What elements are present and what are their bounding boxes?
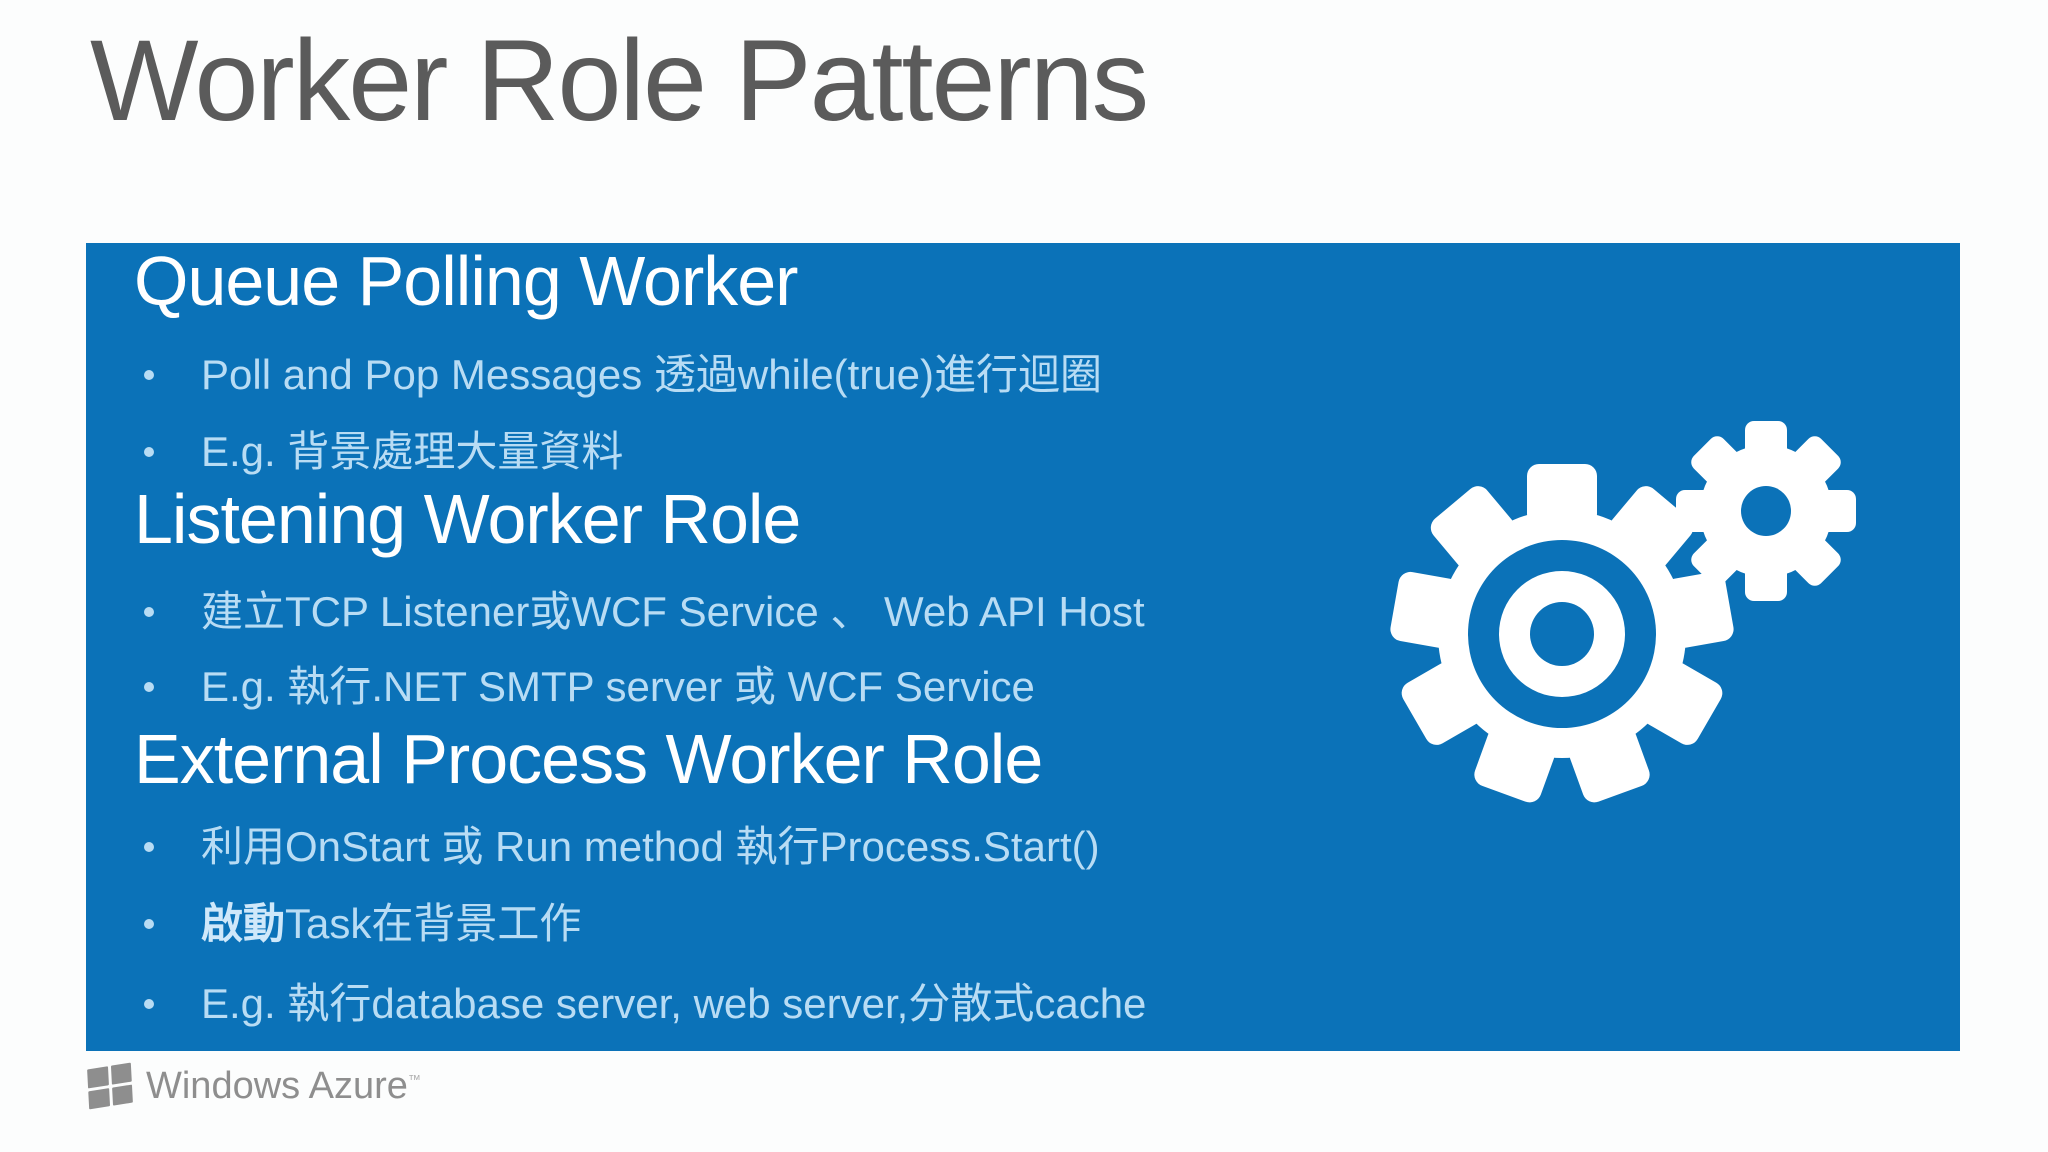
gears-icon — [1390, 421, 1856, 803]
bullet-item: 啟動Task在背景工作 — [138, 897, 581, 951]
section-heading-queue-polling-worker: Queue Polling Worker — [134, 242, 798, 320]
brand-text: Windows Azure™ — [146, 1065, 421, 1107]
bullet-item: 利用OnStart 或 Run method 執行Process.Start() — [138, 820, 1100, 874]
bullet-dot-icon — [144, 682, 154, 692]
bullet-dot-icon — [144, 919, 154, 929]
bullet-dot-icon — [144, 842, 154, 852]
windows-flag-icon — [87, 1062, 133, 1110]
bullet-text: E.g. 背景處理大量資料 — [201, 427, 624, 475]
bullet-item: E.g. 執行.NET SMTP server 或 WCF Service — [138, 660, 1035, 714]
bullet-dot-icon — [144, 447, 154, 457]
section-heading-listening-worker-role: Listening Worker Role — [134, 480, 801, 558]
section-heading-external-process-worker-role: External Process Worker Role — [134, 720, 1043, 798]
bullet-item: 建立TCP Listener或WCF Service 、 Web API Hos… — [138, 585, 1145, 639]
bullet-item: Poll and Pop Messages 透過while(true)進行迴圈 — [138, 348, 1102, 402]
content-panel: Queue Polling Worker Poll and Pop Messag… — [86, 243, 1960, 1051]
page-title: Worker Role Patterns — [90, 17, 1149, 145]
bullet-text: 啟動Task在背景工作 — [201, 899, 582, 947]
bullet-item: E.g. 背景處理大量資料 — [138, 425, 623, 479]
windows-azure-logo: Windows Azure™ — [87, 1062, 421, 1110]
bullet-dot-icon — [144, 999, 154, 1009]
bullet-text: E.g. 執行database server, web server,分散式ca… — [201, 979, 1147, 1027]
bullet-text: 建立TCP Listener或WCF Service 、 Web API Hos… — [201, 587, 1145, 635]
bullet-text: Poll and Pop Messages 透過while(true)進行迴圈 — [201, 350, 1102, 398]
bullet-text: 利用OnStart 或 Run method 執行Process.Start() — [201, 822, 1100, 870]
trademark: ™ — [407, 1072, 421, 1088]
bullet-text: E.g. 執行.NET SMTP server 或 WCF Service — [201, 662, 1035, 710]
small-gear-icon — [1676, 421, 1856, 601]
bullet-item: E.g. 執行database server, web server,分散式ca… — [138, 977, 1146, 1031]
bullet-dot-icon — [144, 607, 154, 617]
bullet-dot-icon — [144, 370, 154, 380]
large-gear-icon — [1390, 464, 1734, 803]
